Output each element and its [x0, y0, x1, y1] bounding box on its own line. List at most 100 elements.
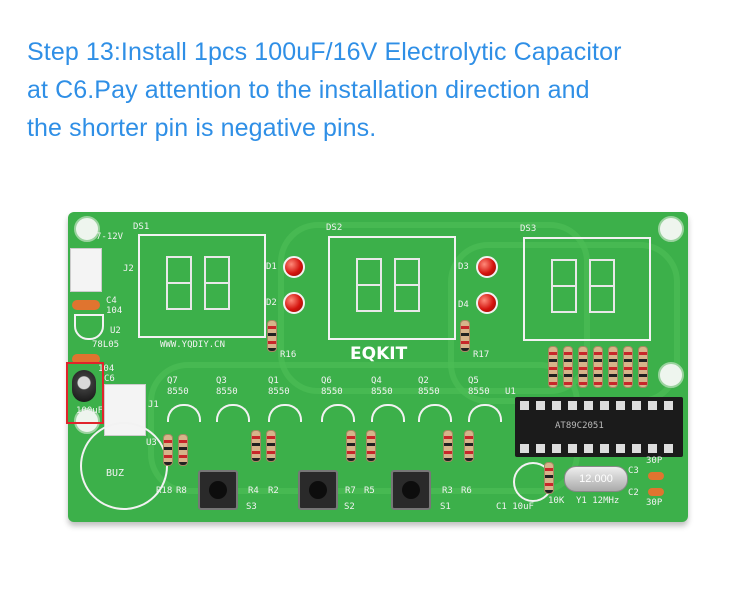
- resistor-r8: [178, 434, 188, 466]
- label-c3: C3: [628, 466, 639, 476]
- label-ds3: DS3: [520, 224, 537, 234]
- resistor-10k: [544, 462, 554, 494]
- resistor-r7: [346, 430, 356, 462]
- label-c6: C6: [104, 374, 115, 384]
- transistor-ref: Q5: [468, 376, 479, 386]
- label-u3: U3: [146, 438, 157, 448]
- resistor-r3: [443, 430, 453, 462]
- label-r6: R6: [461, 486, 472, 496]
- label-r5: R5: [364, 486, 375, 496]
- label-power: 7-12V: [96, 232, 124, 242]
- capacitor-c4: [72, 300, 100, 310]
- resistor: [623, 346, 633, 388]
- led-d4: [476, 292, 498, 314]
- ic-pin: [648, 444, 657, 453]
- caption-line-3: the shorter pin is negative pins.: [27, 114, 377, 142]
- label-c6-value: 100uF: [76, 406, 104, 416]
- label-c2-value: 30P: [646, 498, 663, 508]
- resistor: [548, 346, 558, 388]
- label-r2: R2: [268, 486, 279, 496]
- label-c4-value: 104: [106, 306, 123, 316]
- button-s3: [198, 470, 238, 510]
- transistor-ref: Q6: [321, 376, 332, 386]
- transistor-part: 8550: [268, 387, 290, 397]
- capacitor-c5: [72, 354, 100, 364]
- label-j2: J2: [123, 264, 134, 274]
- label-s1: S1: [440, 502, 451, 512]
- regulator-u2: [74, 314, 104, 340]
- mount-hole: [658, 362, 684, 388]
- label-10k: 10K: [548, 496, 565, 506]
- resistor-r5: [366, 430, 376, 462]
- ic-pin: [584, 444, 593, 453]
- transistor-part: 8550: [468, 387, 490, 397]
- pcb-board: DS1 DS2 DS3 WWW.YQDIY.CN D1 D2 D3 D4 R16…: [68, 212, 688, 522]
- transistor-ref: Q4: [371, 376, 382, 386]
- label-ds2: DS2: [326, 223, 343, 233]
- ic-pin: [536, 444, 545, 453]
- mount-hole: [658, 216, 684, 242]
- resistor-r17: [460, 320, 470, 352]
- label-u2: U2: [110, 326, 121, 336]
- resistor: [578, 346, 588, 388]
- ic-pin: [616, 444, 625, 453]
- ic-pin: [632, 401, 641, 410]
- transistor-part: 8550: [321, 387, 343, 397]
- transistor-ref: Q3: [216, 376, 227, 386]
- resistor: [593, 346, 603, 388]
- caption-line-2: at C6.Pay attention to the installation …: [27, 76, 590, 104]
- label-c5-value: 104: [98, 364, 115, 374]
- ic-pin: [600, 444, 609, 453]
- resistor-r2: [266, 430, 276, 462]
- ic-pin: [600, 401, 609, 410]
- label-u1: U1: [505, 387, 516, 397]
- label-s2: S2: [344, 502, 355, 512]
- capacitor-c3: [648, 472, 664, 480]
- transistor-ref: Q2: [418, 376, 429, 386]
- buzzer-outline: [80, 422, 168, 510]
- ic-socket-u1: AT89C2051: [515, 397, 683, 457]
- mount-hole: [74, 408, 100, 434]
- highlight-box-c6: [66, 362, 104, 424]
- label-ds1: DS1: [133, 222, 150, 232]
- brand-logo: EQKIT: [350, 344, 408, 364]
- label-r7: R7: [345, 486, 356, 496]
- label-c1: C1 10uF: [496, 502, 534, 512]
- ic-pin: [664, 444, 673, 453]
- button-s1: [391, 470, 431, 510]
- resistor-r4: [251, 430, 261, 462]
- mount-hole: [74, 216, 100, 242]
- ic-pin: [520, 401, 529, 410]
- led-d2: [283, 292, 305, 314]
- transistor-part: 8550: [418, 387, 440, 397]
- transistor-part: 8550: [167, 387, 189, 397]
- label-d3: D3: [458, 262, 469, 272]
- ic-pin: [664, 401, 673, 410]
- crystal-y1: 12.000: [564, 466, 628, 492]
- display-ds3: [523, 237, 651, 341]
- label-c2: C2: [628, 488, 639, 498]
- ic-pin: [584, 401, 593, 410]
- electrolytic-capacitor-c6: [72, 370, 96, 402]
- label-y1: Y1 12MHz: [576, 496, 620, 506]
- capacitor-c2: [648, 488, 664, 496]
- resistor-r18: [163, 434, 173, 466]
- label-d2: D2: [266, 298, 277, 308]
- ic-pin: [552, 401, 561, 410]
- label-r17: R17: [473, 350, 490, 360]
- label-r3: R3: [442, 486, 453, 496]
- ic-pin: [536, 401, 545, 410]
- ic-label: AT89C2051: [555, 421, 604, 431]
- ic-pin: [616, 401, 625, 410]
- display-ds2: [328, 236, 456, 340]
- label-r8: R8: [176, 486, 187, 496]
- label-j1: J1: [148, 400, 159, 410]
- led-d1: [283, 256, 305, 278]
- transistor-ref: Q7: [167, 376, 178, 386]
- connector-j2: [70, 248, 102, 292]
- label-r4: R4: [248, 486, 259, 496]
- display-ds1: [138, 234, 266, 338]
- transistor-part: 8550: [216, 387, 238, 397]
- resistor-r6: [464, 430, 474, 462]
